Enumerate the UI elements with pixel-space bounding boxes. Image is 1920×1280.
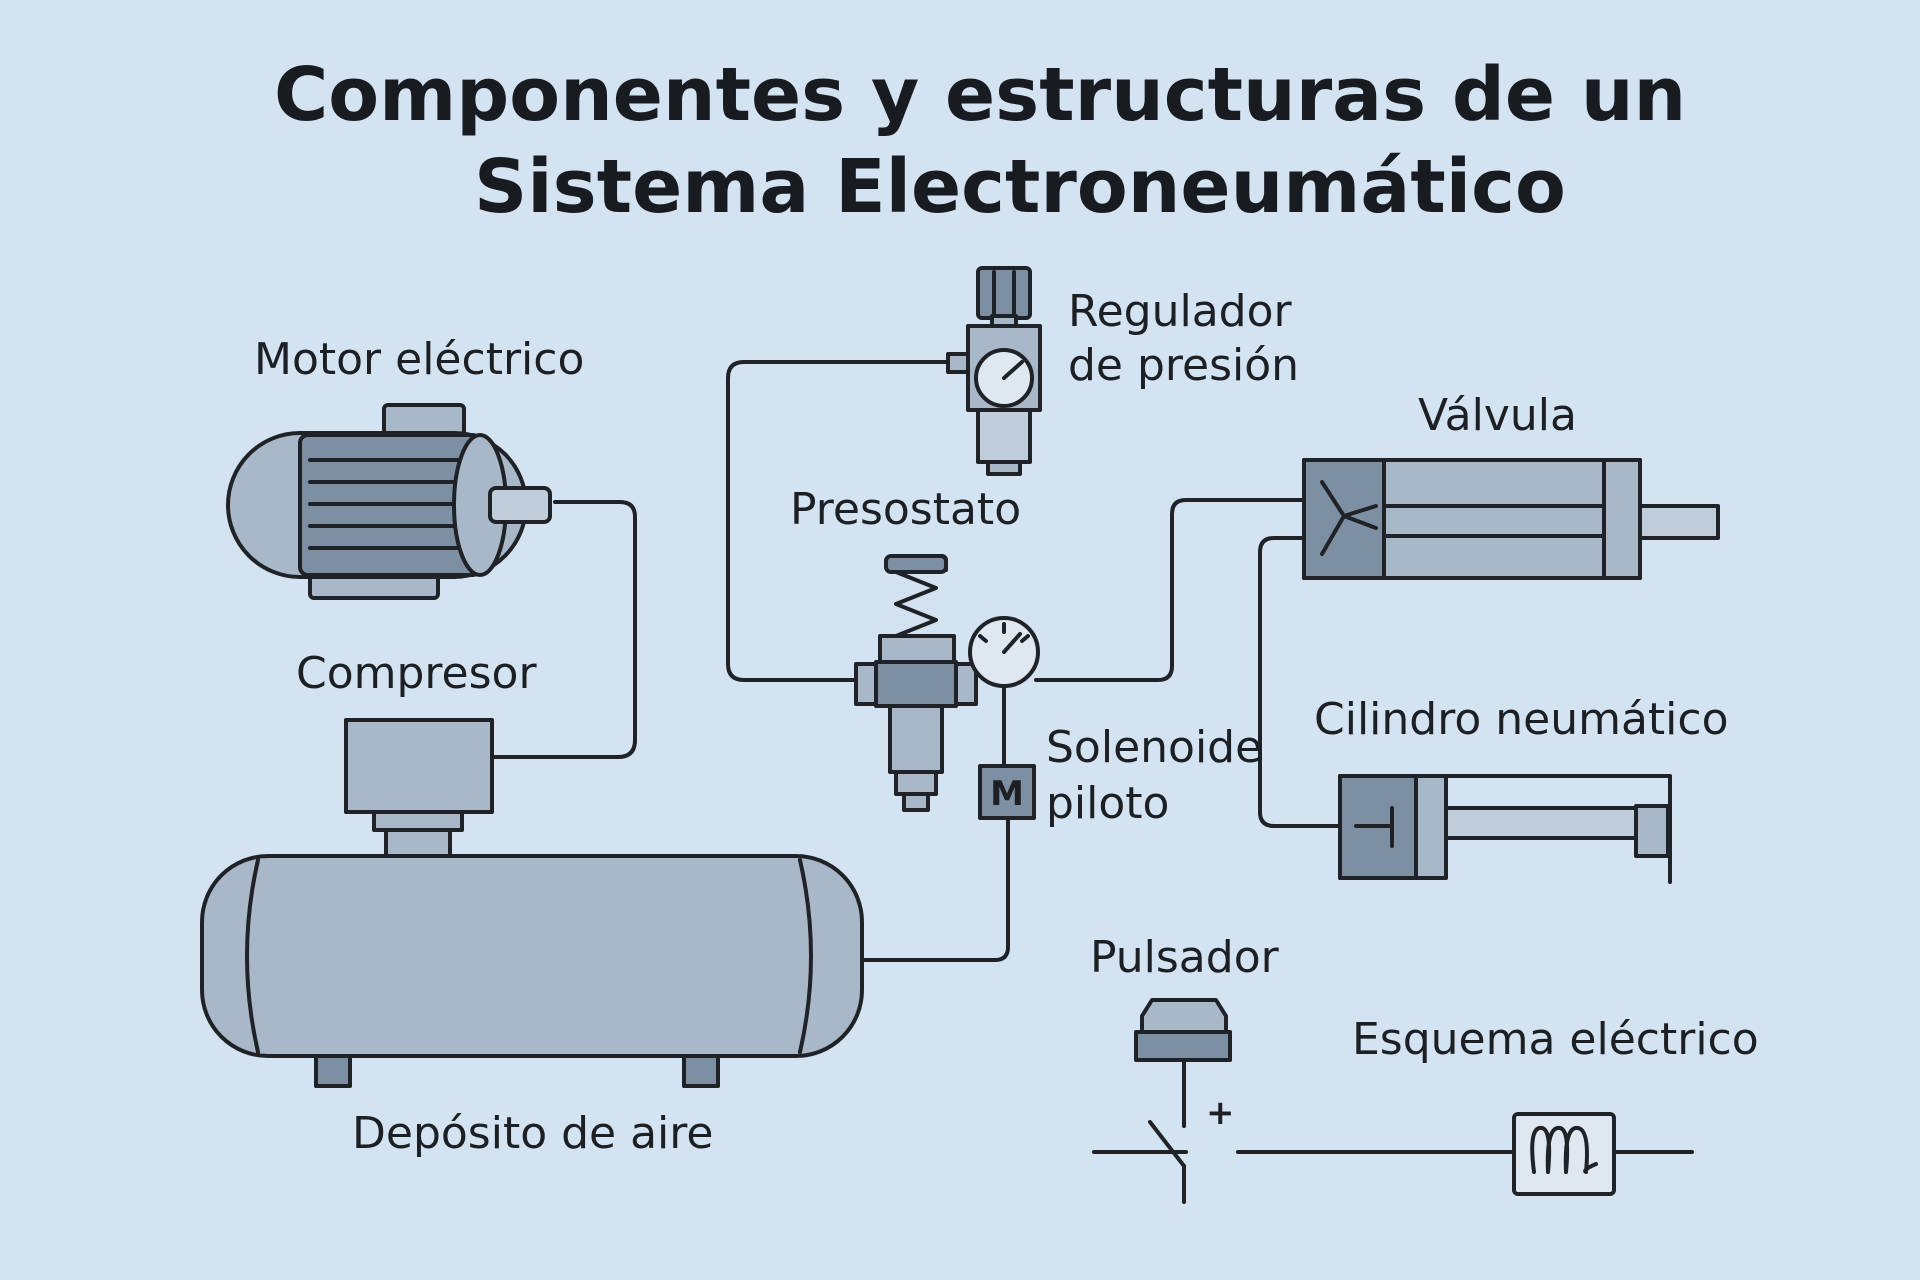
- label-compressor: Compresor: [296, 648, 537, 699]
- label-solenoid-1: Solenoide: [1046, 722, 1262, 773]
- label-schematic: Esquema eléctrico: [1352, 1014, 1759, 1065]
- pipe-presostato-valve: [1034, 498, 1310, 682]
- push-button-icon: [1134, 998, 1232, 1128]
- solenoid-icon: M: [978, 764, 1036, 820]
- pipe-regulator-presostato: [726, 360, 950, 682]
- label-regulator-1: Regulador: [1068, 286, 1293, 337]
- label-valve: Válvula: [1418, 390, 1577, 441]
- switch-polarity: +: [1206, 1093, 1235, 1133]
- air-tank-icon: [200, 854, 864, 1088]
- pipe-tank-solenoid: [860, 813, 1010, 962]
- label-regulator-2: de presión: [1068, 340, 1299, 391]
- label-cylinder: Cilindro neumático: [1314, 694, 1729, 745]
- label-solenoid-2: piloto: [1046, 778, 1169, 829]
- valve-icon: [1302, 458, 1720, 580]
- coil-icon: [1512, 1112, 1616, 1196]
- label-pressure-switch: Presostato: [790, 484, 1021, 535]
- motor-icon: [226, 403, 552, 600]
- label-motor: Motor eléctrico: [254, 334, 584, 385]
- label-air-tank: Depósito de aire: [352, 1108, 713, 1159]
- pressure-switch-icon: [854, 554, 978, 812]
- pneumatic-cylinder-icon: [1338, 774, 1672, 884]
- gauge-icon: [968, 616, 1040, 688]
- pipe-valve-cylinder: [1258, 536, 1342, 828]
- compressor-icon: [344, 718, 494, 858]
- switch-contact-icon: +: [1092, 1093, 1235, 1204]
- pipe-motor-compressor: [490, 500, 637, 759]
- solenoid-letter: M: [990, 774, 1024, 814]
- title-line-2: Sistema Electroneumático: [474, 144, 1566, 230]
- pressure-regulator-icon: [946, 266, 1042, 476]
- label-push-button: Pulsador: [1090, 932, 1280, 983]
- pipes: [490, 360, 1342, 962]
- title-line-1: Componentes y estructuras de un: [274, 52, 1686, 138]
